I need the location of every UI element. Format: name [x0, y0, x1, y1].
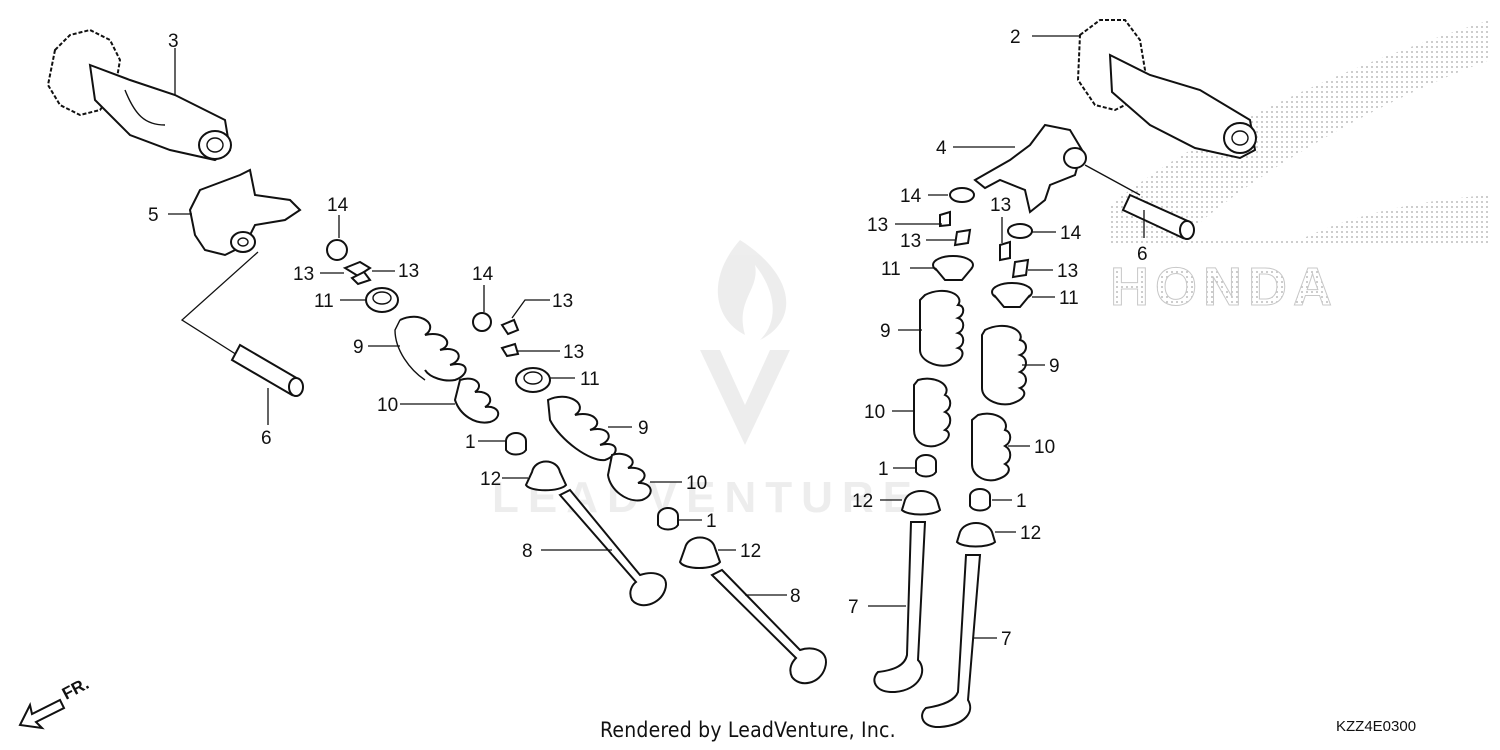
exhaust-valve-part: [921, 554, 982, 729]
callout-10: 10: [864, 402, 885, 423]
callout-13: 13: [1057, 261, 1078, 282]
retainer-part: [365, 287, 399, 313]
callout-14: 14: [327, 195, 349, 216]
callout-13: 13: [398, 261, 419, 282]
inner-spring-part: [913, 377, 952, 448]
callout-labels: 3 2 5 6 14 13 13 11 9 10 1 12 8 14 13 13…: [148, 27, 1148, 650]
camshaft-part: [1076, 19, 1257, 160]
callout-10: 10: [686, 473, 707, 494]
callout-9: 9: [1049, 356, 1060, 377]
retainer-part: [515, 367, 551, 393]
callout-13: 13: [900, 231, 921, 252]
rocker-shaft-part: [1121, 193, 1195, 240]
exhaust-valve-part: [873, 521, 927, 694]
callout-7: 7: [1001, 629, 1012, 650]
honda-wing-logo: HONDA: [1110, 20, 1490, 318]
intake-valve-part: [558, 488, 667, 607]
callout-14: 14: [1060, 223, 1082, 244]
camshaft-part: [46, 28, 232, 162]
valve-seal-part: [969, 488, 991, 512]
callout-1: 1: [1016, 491, 1027, 512]
callout-13: 13: [293, 264, 314, 285]
valve-seal-part: [657, 507, 679, 531]
callout-1: 1: [878, 459, 889, 480]
outer-spring-part: [394, 315, 467, 382]
callout-11: 11: [314, 291, 334, 312]
callout-11: 11: [580, 369, 600, 390]
callout-4: 4: [936, 138, 947, 159]
cotter-part: [939, 187, 975, 247]
callout-13: 13: [552, 291, 573, 312]
callout-12: 12: [480, 469, 501, 490]
inner-spring-part: [606, 452, 652, 502]
callout-10: 10: [377, 395, 398, 416]
callout-14: 14: [900, 186, 922, 207]
intake-valve-part: [710, 568, 827, 685]
callout-2: 2: [1010, 27, 1021, 48]
callout-12: 12: [1020, 523, 1041, 544]
callout-13: 13: [563, 342, 584, 363]
cotter-part: [472, 312, 520, 358]
callout-9: 9: [353, 337, 364, 358]
retainer-part: [932, 255, 974, 281]
callout-8: 8: [522, 541, 533, 562]
callout-7: 7: [848, 597, 859, 618]
front-direction-arrow: FR.: [18, 674, 92, 730]
callout-6: 6: [261, 428, 272, 449]
valve-seal-part: [505, 432, 527, 456]
callout-13: 13: [867, 215, 888, 236]
inner-spring-part: [453, 377, 500, 424]
retainer-part: [991, 282, 1033, 308]
callout-12: 12: [852, 491, 873, 512]
front-direction-label: FR.: [59, 674, 92, 704]
callout-9: 9: [880, 321, 891, 342]
callout-11: 11: [881, 259, 901, 280]
rocker-arm-part: [188, 168, 302, 257]
callout-8: 8: [790, 586, 801, 607]
callout-9: 9: [638, 418, 649, 439]
rocker-shaft-part: [230, 343, 304, 397]
rocker-arm-part: [973, 123, 1087, 214]
spring-seat-part: [524, 460, 568, 492]
callout-12: 12: [740, 541, 761, 562]
callout-5: 5: [148, 205, 159, 226]
outer-spring-part: [919, 289, 965, 367]
spring-seat-part: [955, 522, 997, 548]
diagram-code: KZZ4E0300: [1336, 718, 1417, 735]
rendered-by-credit: Rendered by LeadVenture, Inc.: [600, 718, 896, 742]
outer-spring-part: [981, 324, 1027, 406]
cotter-part: [999, 223, 1033, 279]
spring-seat-part: [678, 536, 722, 569]
callout-10: 10: [1034, 437, 1055, 458]
callout-6: 6: [1137, 244, 1148, 265]
honda-brand-text: HONDA: [1110, 257, 1338, 317]
valve-seal-part: [915, 454, 937, 478]
callout-13: 13: [990, 195, 1011, 216]
callout-14: 14: [472, 264, 494, 285]
outer-spring-part: [546, 395, 617, 462]
callout-1: 1: [465, 432, 476, 453]
callout-1: 1: [706, 511, 717, 532]
cotter-part: [326, 239, 372, 286]
inner-spring-part: [971, 412, 1012, 482]
callout-3: 3: [168, 31, 179, 52]
callout-11: 11: [1059, 288, 1079, 309]
spring-seat-part: [900, 490, 942, 516]
